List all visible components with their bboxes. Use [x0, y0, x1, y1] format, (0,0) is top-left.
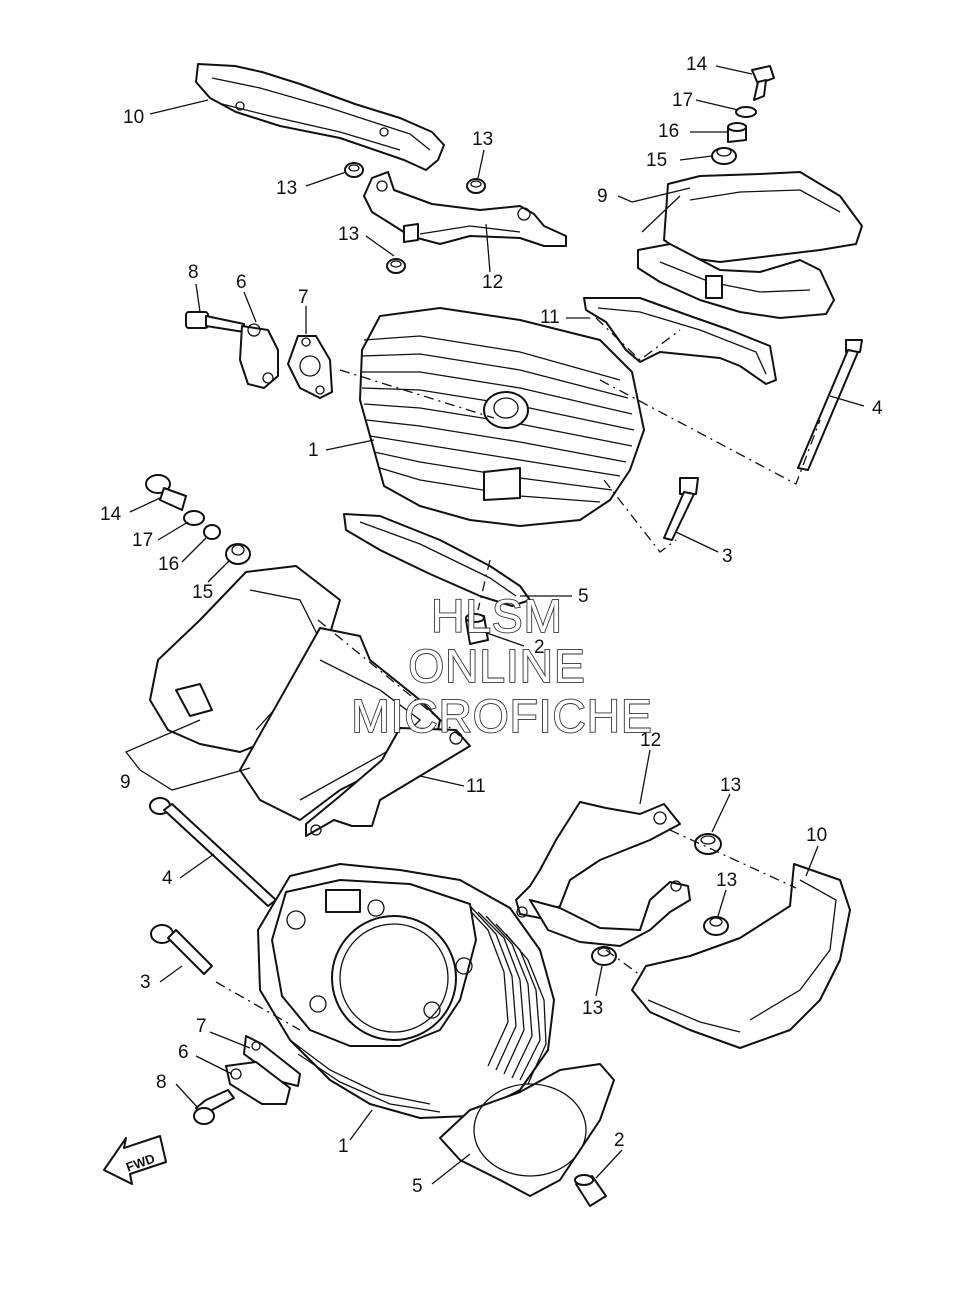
cylinder-1-upper [359, 307, 645, 527]
callout-4-lower: 4 [162, 868, 173, 889]
bolt-3-lower [150, 924, 213, 975]
callout-2-upper: 2 [534, 637, 545, 658]
cover-10-upper [195, 63, 445, 171]
callout-2-lower: 2 [614, 1130, 625, 1151]
washer-17-lower [183, 510, 205, 526]
bolt-14-lower [145, 474, 187, 511]
callout-labels-upper: 10 13 13 13 12 14 17 16 15 9 11 8 6 7 1 … [123, 54, 883, 658]
gasket-5-lower [439, 1063, 615, 1197]
watermark-line-1: HLSM [431, 590, 563, 642]
callout-8-lower: 8 [156, 1072, 167, 1093]
callout-13-lower-b: 13 [716, 870, 737, 891]
callout-14-upper: 14 [686, 54, 708, 75]
dowel-2-lower [574, 1174, 607, 1207]
callout-13-upper-a: 13 [472, 129, 493, 150]
washer-17-upper [735, 106, 757, 118]
grommet-13-lower-c [591, 946, 617, 966]
gasket-5-upper [343, 513, 531, 607]
bracket-12-upper [363, 171, 567, 247]
cover-10-lower [631, 863, 851, 1049]
callout-10-upper: 10 [123, 107, 144, 128]
collar-16-upper [727, 122, 747, 143]
callout-13-upper-c: 13 [338, 224, 359, 245]
bolt-3-upper [663, 477, 699, 541]
callout-3-lower: 3 [140, 972, 151, 993]
callout-7-upper: 7 [298, 287, 309, 308]
callout-5-upper: 5 [578, 586, 589, 607]
callout-8-upper: 8 [188, 262, 199, 283]
watermark: HLSM ONLINE MICROFICHE [350, 589, 652, 743]
fwd-arrow-icon: FWD [103, 1135, 167, 1185]
bracket-12-lower [515, 801, 691, 947]
callout-4-upper: 4 [872, 398, 883, 419]
callout-3-upper: 3 [722, 546, 733, 567]
callout-17-lower: 17 [132, 530, 153, 551]
grommet-13-lower-b [703, 916, 729, 936]
callout-15-lower: 15 [192, 582, 213, 603]
grommet-13-upper-b [466, 178, 486, 194]
bolt-8-upper [185, 311, 245, 333]
cover-9-lower [149, 565, 441, 821]
callout-9-lower: 9 [120, 772, 131, 793]
cover-6-lower [225, 1061, 291, 1105]
callout-9-upper: 9 [597, 186, 608, 207]
grommet-13-upper-c [386, 258, 406, 274]
gasket-7-lower [243, 1035, 301, 1087]
gasket-11-lower [305, 727, 471, 837]
callout-12-upper: 12 [482, 272, 503, 293]
watermark-line-3: MICROFICHE [351, 690, 652, 742]
callout-12-lower: 12 [640, 730, 661, 751]
grommet-13-lower-a [694, 833, 722, 855]
collar-16-lower [203, 524, 221, 540]
callout-14-lower: 14 [100, 504, 122, 525]
callout-13-lower-a: 13 [720, 775, 741, 796]
cover-6-upper [239, 323, 279, 389]
stud-4-lower [149, 797, 277, 907]
callout-labels-lower: 14 17 16 15 9 11 12 13 13 13 10 4 3 7 6 … [100, 504, 827, 1197]
callout-5-lower: 5 [412, 1176, 423, 1197]
callout-7-lower: 7 [196, 1016, 207, 1037]
watermark-line-2: ONLINE [408, 640, 585, 692]
callout-1-upper: 1 [308, 440, 319, 461]
callout-6-upper: 6 [236, 272, 247, 293]
callout-1-lower: 1 [338, 1136, 349, 1157]
callout-15-upper: 15 [646, 150, 667, 171]
bolt-14-upper [751, 65, 775, 101]
callout-6-lower: 6 [178, 1042, 189, 1063]
callout-11-upper: 11 [540, 307, 560, 328]
leader-lines [124, 65, 865, 1185]
cover-9-upper [637, 171, 863, 319]
gasket-11-upper [583, 297, 777, 385]
grommet-15-upper [711, 147, 737, 165]
dowel-2-upper [465, 613, 489, 645]
gasket-7-upper [287, 335, 333, 399]
callout-16-upper: 16 [658, 121, 679, 142]
callout-13-lower-c: 13 [582, 998, 603, 1019]
callout-11-lower: 11 [466, 776, 486, 797]
stud-4-upper [797, 339, 863, 471]
grommet-15-lower [225, 543, 251, 565]
cylinder-1-lower [257, 863, 555, 1119]
callout-17-upper: 17 [672, 90, 693, 111]
grommet-13-upper-a [344, 162, 364, 178]
callout-13-upper-b: 13 [276, 178, 297, 199]
bolt-8-lower [193, 1089, 235, 1125]
callout-10-lower: 10 [806, 825, 827, 846]
callout-16-lower: 16 [158, 554, 179, 575]
